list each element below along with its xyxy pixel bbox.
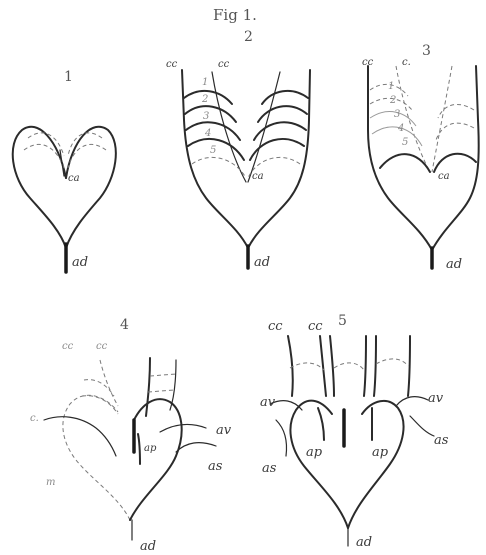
figure-3-label-cc-left: cc [362, 58, 373, 68]
figure-5-vessel-band [290, 363, 324, 370]
figure-2-loop-number: 4 [205, 129, 211, 139]
figure-2-loop [254, 122, 306, 140]
figure-3-loop [370, 112, 416, 126]
figure-2-inner-left [212, 72, 246, 182]
figure-3-heart [368, 66, 479, 268]
figure-2-label-ca: ca [252, 172, 264, 182]
figure-4-label-ad: ad [140, 540, 156, 553]
figure-5-heart [270, 336, 434, 546]
figure-5-outline-left [290, 401, 348, 528]
figure-2-loop [250, 139, 304, 160]
figure-1-inner-loop [68, 144, 106, 168]
figure-5-vessel-band [334, 363, 364, 370]
figure-3-label-ad: ad [446, 258, 462, 271]
figure-5-vessel [408, 336, 410, 396]
figure-2-label-ad: ad [254, 256, 270, 269]
figure-3-label-cc-right: c. [402, 58, 411, 68]
figure-5-outline-right [348, 401, 404, 528]
figure-2-loop-number: 2 [202, 95, 208, 105]
figure-2-number: 2 [244, 30, 253, 44]
figure-2-outline-right [248, 70, 310, 248]
figure-5-label-ap-left: ap [306, 446, 322, 459]
figure-5-label-av-right: av [428, 392, 443, 405]
figure-4-vessel-band [150, 374, 176, 376]
figure-2-inner-right [248, 72, 280, 182]
figure-2-loop-number: 3 [203, 112, 209, 122]
figure-4-ap-stem [138, 434, 140, 464]
figure-4-label-cc-right: cc [96, 342, 107, 352]
figure-3-loop-number: 2 [390, 96, 396, 106]
figure-5-right-vessel [410, 416, 434, 436]
figure-3-loop [436, 123, 474, 140]
figure-4-left-vessel [44, 417, 116, 456]
figure-4-vessel-band [148, 390, 174, 392]
figure-4-number: 4 [120, 318, 129, 332]
figure-2-label-cc-right: cc [218, 60, 229, 70]
figure-5-label-ap-right: ap [372, 446, 388, 459]
figure-3-number: 3 [422, 44, 431, 58]
figure-5-ap-stem [318, 408, 324, 440]
figure-5-vessel [364, 336, 366, 396]
figure-4-label-c-side: c. [30, 414, 39, 424]
figure-5-left-vessel [276, 420, 287, 456]
figure-5-label-ad: ad [356, 536, 372, 549]
figure-3-outline-left [368, 66, 432, 250]
figure-3-loop [372, 127, 422, 146]
figure-5-vessel-band [376, 359, 408, 366]
figure-5-label-as-left: as [262, 462, 276, 475]
figure-4-heart [44, 358, 216, 540]
figure-4-vessel [146, 358, 150, 416]
figure-5-right-vessel [396, 397, 428, 406]
figure-3-lower-loop [434, 154, 476, 172]
figure-5-vessel [288, 336, 293, 396]
figure-1-label-ca: ca [68, 174, 80, 184]
figure-2-loop [185, 106, 236, 122]
figure-4-right-vessel [176, 443, 216, 452]
figure-2-label-cc-left: cc [166, 60, 177, 70]
figure-1-heart [13, 127, 116, 272]
figure-4-outline-right [130, 399, 182, 520]
figure-4-label-m: m [46, 478, 55, 488]
figure-2-loop [186, 122, 240, 140]
figure-5-vessel [374, 336, 376, 396]
figure-5-number: 5 [338, 314, 347, 328]
figure-2-loop-number: 1 [202, 78, 208, 88]
figure-5-label-as-right: as [434, 434, 448, 447]
figure-2-loop [258, 106, 307, 122]
figure-3-loop-number: 5 [402, 138, 408, 148]
figure-5-label-av-left: av [260, 396, 275, 409]
figure-1-inner-loop [24, 144, 64, 168]
figure-4-label-av: av [216, 424, 231, 437]
figure-3-loop-number: 3 [394, 110, 400, 120]
figure-4-label-cc-left: cc [62, 342, 73, 352]
figure-3-label-ca: ca [438, 172, 450, 182]
figure-2-outline-left [182, 70, 248, 248]
figure-2-loop-number: 5 [210, 146, 216, 156]
figure-2-loop [192, 157, 246, 178]
figure-5-vessel [330, 336, 334, 396]
figure-3-loop-number: 1 [388, 82, 394, 92]
figure-4-branch [82, 396, 118, 414]
figure-1-number: 1 [64, 70, 73, 84]
figure-3-loop-number: 4 [398, 124, 404, 134]
figure-1-septum [60, 150, 64, 176]
figure-4-label-ap: ap [144, 444, 156, 454]
figure-5-label-cc-left: cc [268, 320, 283, 333]
figure-5-label-cc-right: cc [308, 320, 323, 333]
figure-4-outline-left [63, 395, 130, 520]
figure-4-right-vessel [160, 425, 206, 432]
figure-2-loop [262, 91, 308, 104]
figure-5-vessel [320, 336, 326, 396]
figure-1-label-ad: ad [72, 256, 88, 269]
figure-4-label-as: as [208, 460, 222, 473]
